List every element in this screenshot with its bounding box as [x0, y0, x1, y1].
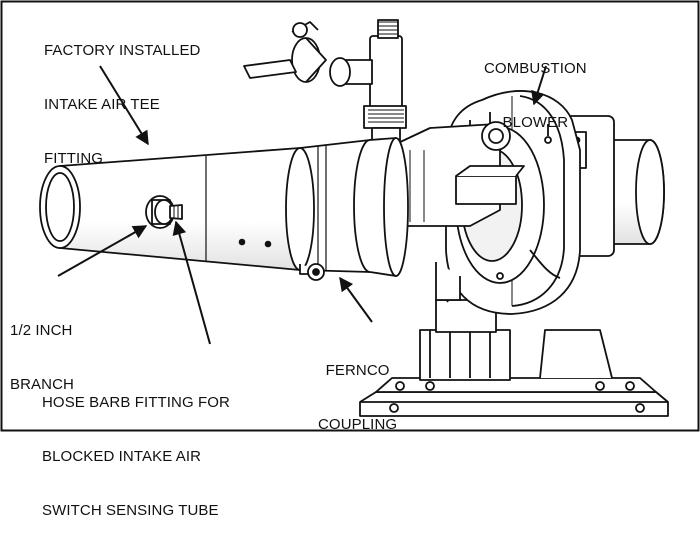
label-line: FACTORY INSTALLED: [44, 42, 201, 59]
label-line: BLOCKED INTAKE AIR: [42, 448, 202, 465]
diagram-canvas: [0, 0, 700, 432]
label-line: COMBUSTION: [484, 60, 587, 77]
label-half-inch-branch: 1/2 INCH BRANCH: [10, 286, 74, 412]
diagram-frame: FACTORY INSTALLED INTAKE AIR TEE FITTING…: [0, 0, 700, 519]
arrow-hose-barb: [172, 220, 211, 345]
label-line: 1/2 INCH: [10, 322, 73, 339]
blower-assembly-drawing: [39, 19, 669, 417]
arrow-tee: [99, 65, 149, 146]
label-line: INTAKE AIR TEE: [44, 96, 160, 113]
arrow-fernco: [339, 276, 373, 323]
label-line: SWITCH SENSING TUBE: [42, 502, 219, 519]
label-line: BRANCH: [10, 376, 74, 393]
label-hose-barb-fitting: HOSE BARB FITTING FOR BLOCKED INTAKE AIR…: [42, 358, 230, 538]
label-fernco-coupling: FERNCO COUPLING: [318, 326, 397, 452]
label-line: FITTING: [44, 150, 104, 167]
arrow-branch: [57, 225, 148, 277]
label-line: FERNCO: [325, 362, 390, 379]
fernco-coupling: [285, 137, 409, 281]
label-combustion-blower: COMBUSTION BLOWER: [484, 24, 587, 150]
half-inch-branch: [145, 195, 183, 229]
leader-lines: [57, 65, 547, 345]
mounting-base: [359, 289, 669, 417]
label-line: BLOWER: [502, 114, 569, 131]
label-line: COUPLING: [318, 416, 398, 433]
label-line: HOSE BARB FITTING FOR: [42, 394, 230, 411]
label-intake-air-tee-fitting: FACTORY INSTALLED INTAKE AIR TEE FITTING: [44, 6, 200, 186]
arrow-blower: [531, 65, 547, 106]
